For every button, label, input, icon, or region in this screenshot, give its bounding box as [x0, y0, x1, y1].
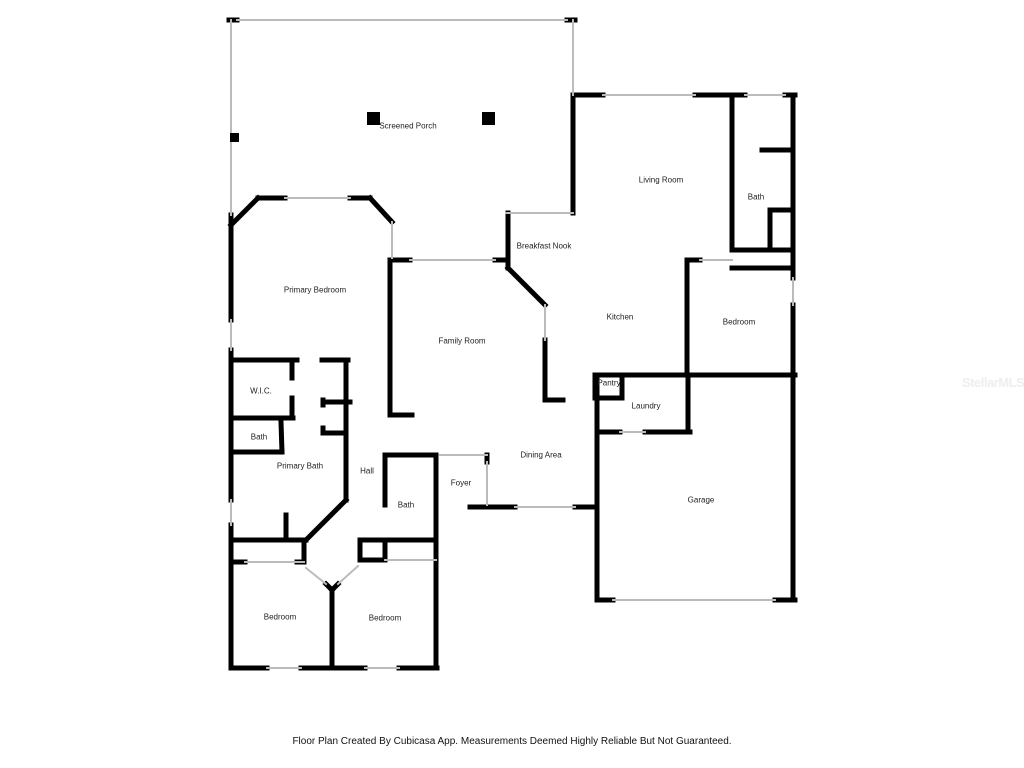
- room-label-bedroom-left: Bedroom: [263, 612, 297, 622]
- room-label-bath-right: Bath: [747, 192, 765, 202]
- room-label-living-room: Living Room: [638, 175, 684, 185]
- room-label-hall: Hall: [360, 466, 374, 476]
- room-label-garage: Garage: [687, 495, 715, 505]
- room-label-bedroom-middle: Bedroom: [368, 613, 402, 623]
- room-label-pantry: Pantry: [597, 378, 621, 388]
- window-or-door: [304, 566, 328, 586]
- wall: [504, 264, 549, 309]
- wall: [328, 580, 342, 594]
- room-label-bath-hall: Bath: [397, 500, 415, 510]
- porch-column: [367, 112, 380, 125]
- room-label-kitchen: Kitchen: [606, 312, 634, 322]
- room-label-primary-bedroom: Primary Bedroom: [283, 285, 347, 295]
- wall: [366, 194, 396, 226]
- porch-column: [230, 133, 239, 142]
- room-label-primary-bath: Primary Bath: [276, 461, 324, 471]
- wall: [302, 496, 350, 544]
- room-label-dining-area: Dining Area: [520, 450, 562, 460]
- room-label-family-room: Family Room: [438, 336, 486, 346]
- room-label-breakfast-nook: Breakfast Nook: [516, 241, 572, 251]
- room-label-foyer: Foyer: [450, 478, 472, 488]
- wall: [278, 419, 285, 455]
- footer-disclaimer: Floor Plan Created By Cubicasa App. Meas…: [292, 736, 732, 747]
- wall: [227, 194, 262, 229]
- window-or-door: [336, 564, 360, 586]
- room-label-bedroom-right: Bedroom: [722, 317, 756, 327]
- room-label-screened-porch: Screened Porch: [379, 121, 437, 131]
- watermark-logo: StellarMLS: [962, 375, 1024, 390]
- room-label-wic: W.I.C.: [250, 386, 272, 396]
- room-label-bath-small: Bath: [250, 432, 268, 442]
- room-label-laundry: Laundry: [631, 401, 661, 411]
- porch-column: [482, 112, 495, 125]
